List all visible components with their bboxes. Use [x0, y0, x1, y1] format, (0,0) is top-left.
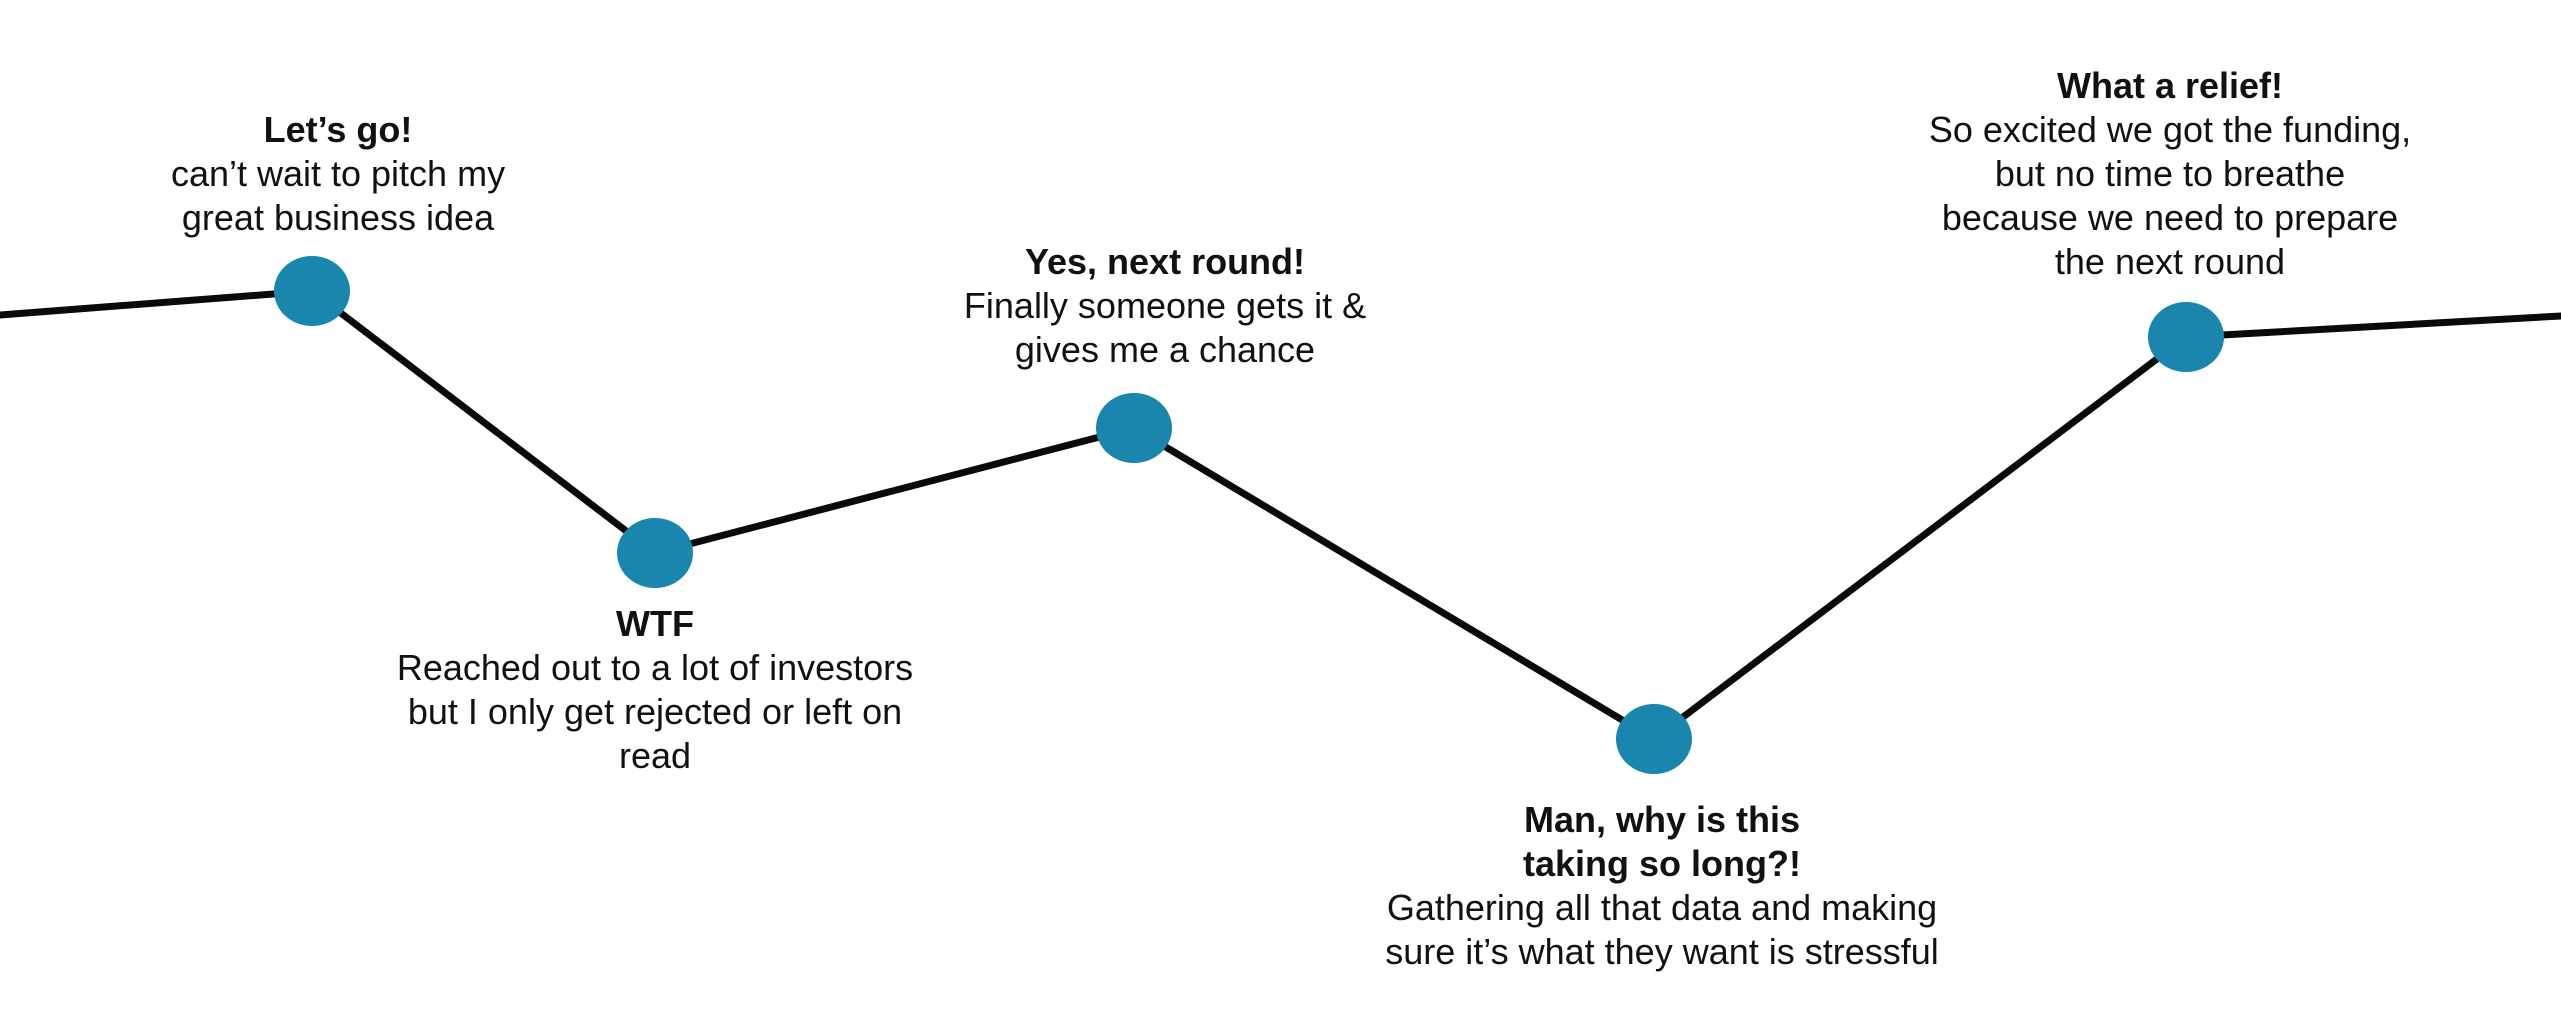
stage-1-title: Let’s go! [263, 109, 413, 150]
stage-1-dot [274, 256, 350, 326]
stage-2-description: Reached out to a lot of investors but I … [396, 647, 914, 776]
stage-dots [274, 256, 2224, 774]
stage-4-label: Man, why is this taking so long?! Gather… [1362, 798, 1962, 974]
stage-3-dot [1096, 393, 1172, 463]
stage-5-label: What a relief! So excited we got the fun… [1925, 64, 2415, 284]
stage-3-description: Finally someone gets it & gives me a cha… [963, 285, 1367, 370]
stage-5-description: So excited we got the funding, but no ti… [1928, 109, 2412, 282]
stage-4-description: Gathering all that data and making sure … [1385, 887, 1939, 972]
stage-2-dot [617, 518, 693, 588]
stage-3-label: Yes, next round! Finally someone gets it… [945, 240, 1385, 372]
stage-5-title: What a relief! [2056, 65, 2284, 106]
stage-1-label: Let’s go! can’t wait to pitch my great b… [128, 108, 548, 240]
stage-2-title: WTF [616, 603, 694, 644]
stage-4-title: Man, why is this taking so long?! [1523, 799, 1801, 884]
stage-4-dot [1616, 704, 1692, 774]
stage-3-title: Yes, next round! [1024, 241, 1306, 282]
stage-5-dot [2148, 302, 2224, 372]
stage-2-label: WTF Reached out to a lot of investors bu… [385, 602, 925, 778]
stage-1-description: can’t wait to pitch my great business id… [170, 153, 506, 238]
